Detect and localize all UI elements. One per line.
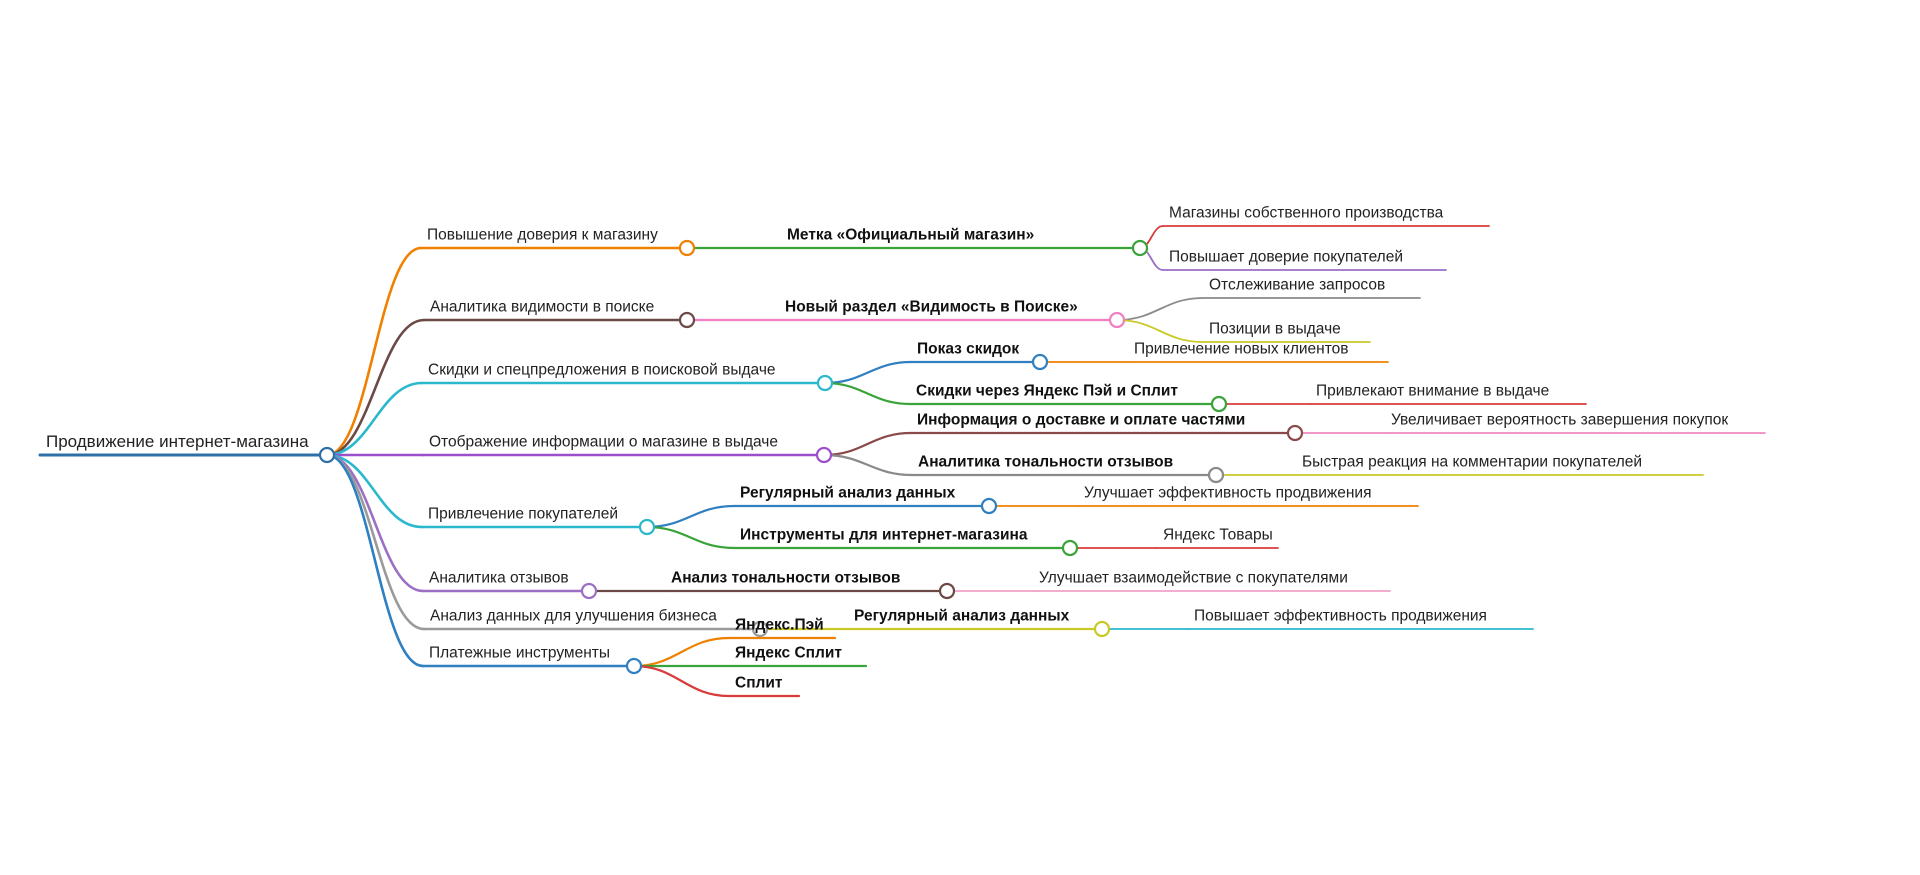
mindmap-node-label[interactable]: Регулярный анализ данных <box>740 484 956 502</box>
mindmap-node-label[interactable]: Привлечение новых клиентов <box>1134 340 1349 358</box>
mindmap-node-label[interactable]: Аналитика отзывов <box>429 569 569 587</box>
mindmap-node-label[interactable]: Отслеживание запросов <box>1209 276 1386 294</box>
mindmap-node-label[interactable]: Информация о доставке и оплате частями <box>917 411 1246 429</box>
mindmap-node-label[interactable]: Повышает доверие покупателей <box>1169 248 1403 266</box>
mindmap-node-label[interactable]: Улучшает эффективность продвижения <box>1084 484 1372 502</box>
mindmap-node-label[interactable]: Повышает эффективность продвижения <box>1194 607 1487 625</box>
mindmap-node-label[interactable]: Привлечение покупателей <box>428 505 619 523</box>
mindmap-node-label[interactable]: Сплит <box>735 674 783 692</box>
mindmap-node-label[interactable]: Метка «Официальный магазин» <box>787 226 1035 244</box>
mindmap-node-label[interactable]: Увеличивает вероятность завершения покуп… <box>1391 411 1729 429</box>
mindmap-node-label[interactable]: Яндекс.Пэй <box>735 616 824 634</box>
mindmap-node-label[interactable]: Регулярный анализ данных <box>854 607 1070 625</box>
mindmap-node-label[interactable]: Показ скидок <box>917 340 1020 358</box>
mindmap-node-label[interactable]: Быстрая реакция на комментарии покупател… <box>1302 453 1643 471</box>
mindmap-node-label[interactable]: Повышение доверия к магазину <box>427 226 658 244</box>
mindmap-node-label[interactable]: Инструменты для интернет-магазина <box>740 526 1028 544</box>
mindmap-node-label[interactable]: Скидки и спецпредложения в поисковой выд… <box>428 361 776 379</box>
mindmap-node-label[interactable]: Анализ тональности отзывов <box>671 569 901 587</box>
mindmap-root-label[interactable]: Продвижение интернет-магазина <box>46 432 309 451</box>
mindmap-node-label[interactable]: Отображение информации о магазине в выда… <box>429 433 778 451</box>
mindmap-node-label[interactable]: Платежные инструменты <box>429 644 610 662</box>
mindmap-node-label[interactable]: Анализ данных для улучшения бизнеса <box>430 607 717 625</box>
mindmap-node-label[interactable]: Аналитика тональности отзывов <box>918 453 1174 471</box>
mindmap-node-label[interactable]: Яндекс Сплит <box>735 644 842 662</box>
mindmap-node-label[interactable]: Привлекают внимание в выдаче <box>1316 382 1550 400</box>
mindmap-node-label[interactable]: Магазины собственного производства <box>1169 204 1444 222</box>
mindmap-node-label[interactable]: Новый раздел «Видимость в Поиске» <box>785 298 1078 316</box>
mindmap-node-label[interactable]: Аналитика видимости в поиске <box>430 298 655 316</box>
mindmap-node-label[interactable]: Яндекс Товары <box>1163 526 1273 544</box>
mindmap-node-label[interactable]: Позиции в выдаче <box>1209 320 1341 338</box>
mindmap-node-label[interactable]: Скидки через Яндекс Пэй и Сплит <box>916 382 1178 400</box>
mindmap-node-label[interactable]: Улучшает взаимодействие с покупателями <box>1039 569 1348 587</box>
